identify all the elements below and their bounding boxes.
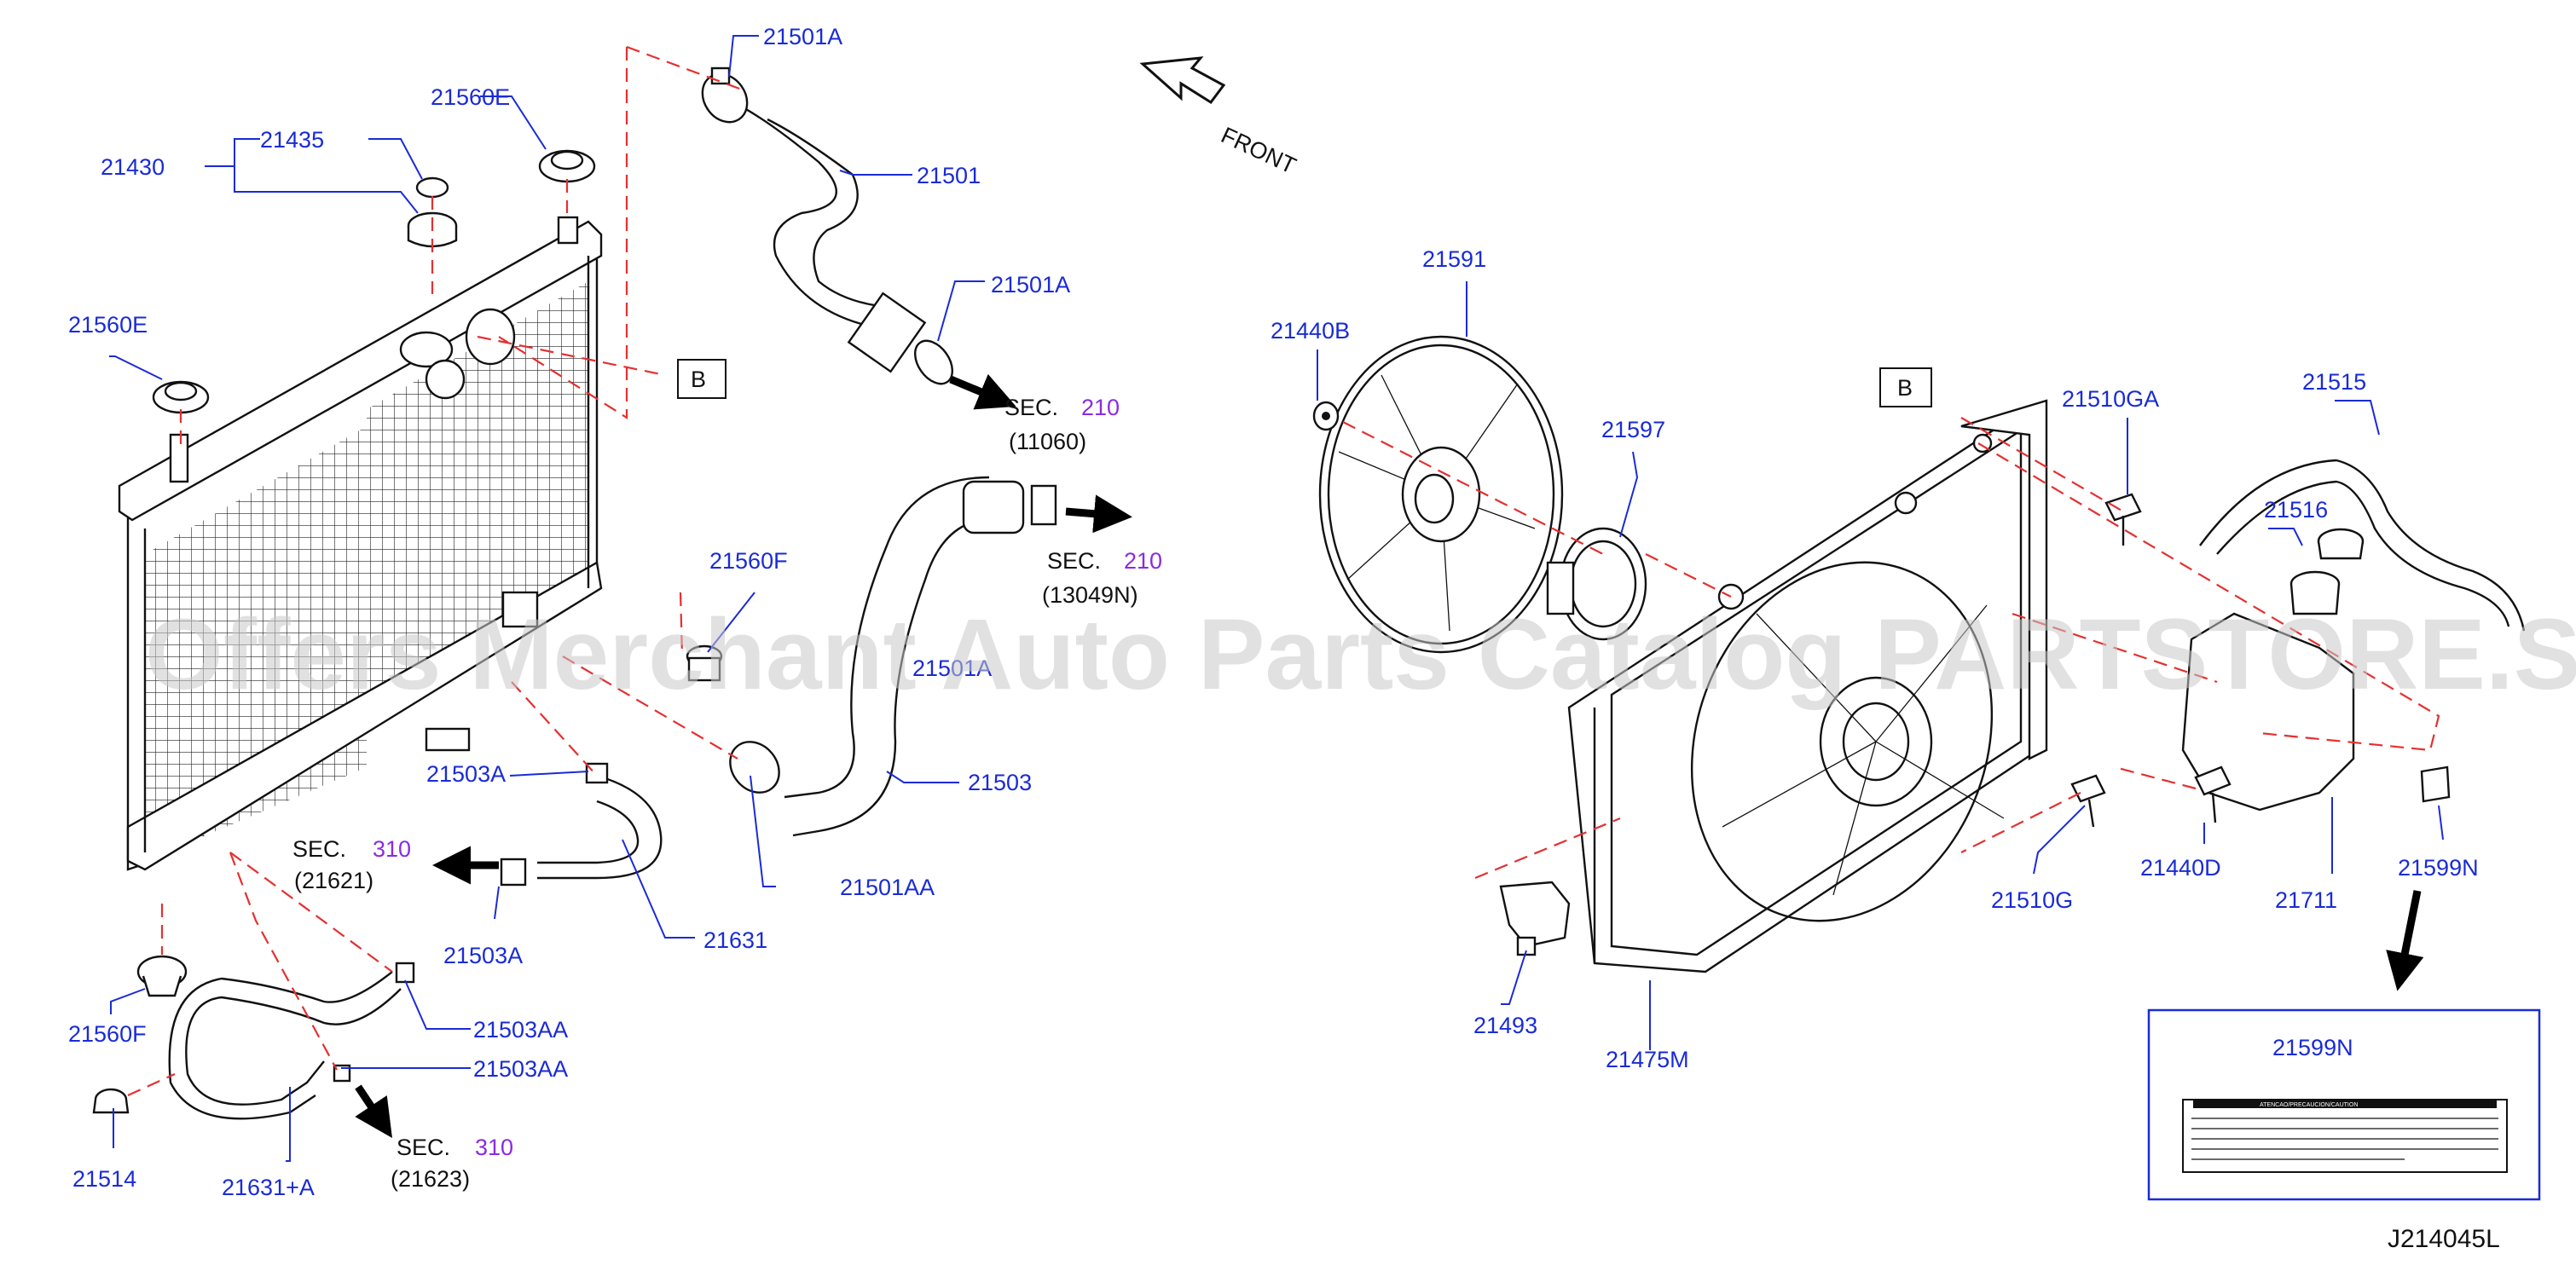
hose-21631 — [500, 762, 663, 887]
grommet-21560E-left — [152, 380, 210, 414]
label-21560E-top[interactable]: 21560E — [431, 84, 510, 110]
sec-1-code: (11060) — [1009, 429, 1086, 454]
fan-blade — [1318, 335, 1564, 654]
clamp-21501A-top — [701, 66, 749, 124]
label-21515[interactable]: 21515 — [2302, 369, 2366, 395]
label-21440B[interactable]: 21440B — [1271, 318, 1350, 344]
reservoir-hose-21515 — [2199, 459, 2526, 632]
label-21711[interactable]: 21711 — [2275, 887, 2337, 913]
caution-label-text: ATENCAO/PRECAUCION/CAUTION — [2260, 1102, 2358, 1108]
sec-2-number[interactable]: 210 — [1124, 548, 1162, 574]
caution-box-part-number[interactable]: 21599N — [2272, 1035, 2353, 1060]
label-21631[interactable]: 21631 — [703, 927, 767, 953]
ref-box-B-right-text: B — [1897, 375, 1913, 401]
section-arrows — [355, 373, 2424, 1138]
upper-hose — [732, 101, 927, 373]
label-21475M[interactable]: 21475M — [1606, 1047, 1689, 1072]
radiator — [118, 216, 603, 871]
label-21503[interactable]: 21503 — [968, 770, 1032, 795]
sec-3-prefix: SEC. — [292, 836, 346, 862]
grommet-21560F-bottom — [136, 955, 188, 997]
leader-lines — [109, 35, 2444, 1162]
clamp-21501A-mid — [913, 339, 954, 385]
label-21591[interactable]: 21591 — [1422, 246, 1486, 272]
bolt-21440D — [2194, 765, 2232, 823]
ref-box-B-right: B — [1879, 367, 1932, 407]
bolt-21510G — [2070, 774, 2106, 828]
label-21599N-small — [2420, 765, 2451, 803]
grommet-21560F-mid — [686, 644, 723, 682]
resistor-21493 — [1499, 881, 1571, 956]
label-21631A[interactable]: 21631+A — [222, 1175, 315, 1200]
section-ref-4: SEC. 310 (21623) — [391, 1135, 513, 1192]
lower-hose — [784, 476, 1057, 837]
label-21501A-ghost[interactable]: 21501A — [912, 656, 992, 681]
label-21440D[interactable]: 21440D — [2140, 855, 2221, 881]
front-arrow: FRONT — [1139, 56, 1300, 179]
label-21510G[interactable]: 21510G — [1991, 887, 2073, 913]
label-21501[interactable]: 21501 — [917, 163, 981, 188]
hose-21631A — [168, 962, 415, 1120]
section-ref-1: SEC. 210 (11060) — [1004, 395, 1120, 454]
sec-1-number[interactable]: 210 — [1081, 395, 1120, 420]
radiator-cap — [407, 176, 458, 248]
sec-2-prefix: SEC. — [1047, 548, 1101, 574]
reservoir-tank — [2181, 528, 2365, 812]
label-21597[interactable]: 21597 — [1601, 417, 1665, 442]
section-ref-2: SEC. 210 (13049N) — [1042, 548, 1162, 608]
sec-4-prefix: SEC. — [397, 1135, 450, 1160]
label-21560E-left[interactable]: 21560E — [68, 312, 148, 338]
sec-1-prefix: SEC. — [1004, 395, 1058, 420]
bolt-21510GA — [2104, 493, 2142, 546]
fan-shroud — [1567, 399, 2048, 973]
label-21503AA-2[interactable]: 21503AA — [473, 1056, 568, 1082]
label-21501A-mid[interactable]: 21501A — [991, 272, 1070, 297]
sec-4-code: (21623) — [391, 1166, 470, 1192]
label-21503A-top[interactable]: 21503A — [426, 761, 506, 787]
label-21510GA[interactable]: 21510GA — [2062, 386, 2159, 412]
label-21503A-bottom[interactable]: 21503A — [443, 943, 523, 968]
clamp-21501AA — [729, 741, 780, 794]
clip-21514 — [92, 1088, 130, 1114]
label-21560F-bottom[interactable]: 21560F — [68, 1021, 147, 1047]
label-21501A-top[interactable]: 21501A — [763, 24, 842, 49]
grommet-21560E-top — [538, 149, 596, 183]
label-21493[interactable]: 21493 — [1473, 1013, 1537, 1038]
sec-4-number[interactable]: 310 — [475, 1135, 513, 1160]
diagram-code: J214045L — [2388, 1225, 2500, 1253]
label-21599N[interactable]: 21599N — [2398, 855, 2479, 881]
caution-label-box: 21599N ATENCAO/PRECAUCION/CAUTION — [2147, 1008, 2541, 1201]
label-21514[interactable]: 21514 — [72, 1166, 136, 1192]
label-21501AA[interactable]: 21501AA — [840, 875, 935, 900]
fan-motor — [1546, 527, 1647, 641]
washer-21440B — [1312, 401, 1340, 431]
section-ref-3: SEC. 310 (21621) — [292, 836, 411, 893]
sec-3-code: (21621) — [294, 868, 373, 893]
label-21435[interactable]: 21435 — [260, 127, 324, 153]
label-21503AA-1[interactable]: 21503AA — [473, 1017, 568, 1043]
front-label: FRONT — [1217, 122, 1300, 178]
label-21560F-mid[interactable]: 21560F — [709, 548, 788, 574]
label-21516[interactable]: 21516 — [2264, 497, 2328, 523]
ref-box-B-left-text: B — [691, 367, 706, 392]
watermark: Offers Merchant Auto Parts Catalog PARTS… — [145, 598, 2576, 711]
guide-lines — [127, 45, 2440, 1097]
sec-2-code: (13049N) — [1042, 582, 1138, 608]
sec-3-number[interactable]: 310 — [373, 836, 411, 862]
label-21430[interactable]: 21430 — [101, 154, 165, 180]
ref-box-B-left: B — [677, 359, 726, 399]
part-labels: 21501A 21560E 21435 21430 21560E 21501 2… — [68, 24, 2479, 1200]
